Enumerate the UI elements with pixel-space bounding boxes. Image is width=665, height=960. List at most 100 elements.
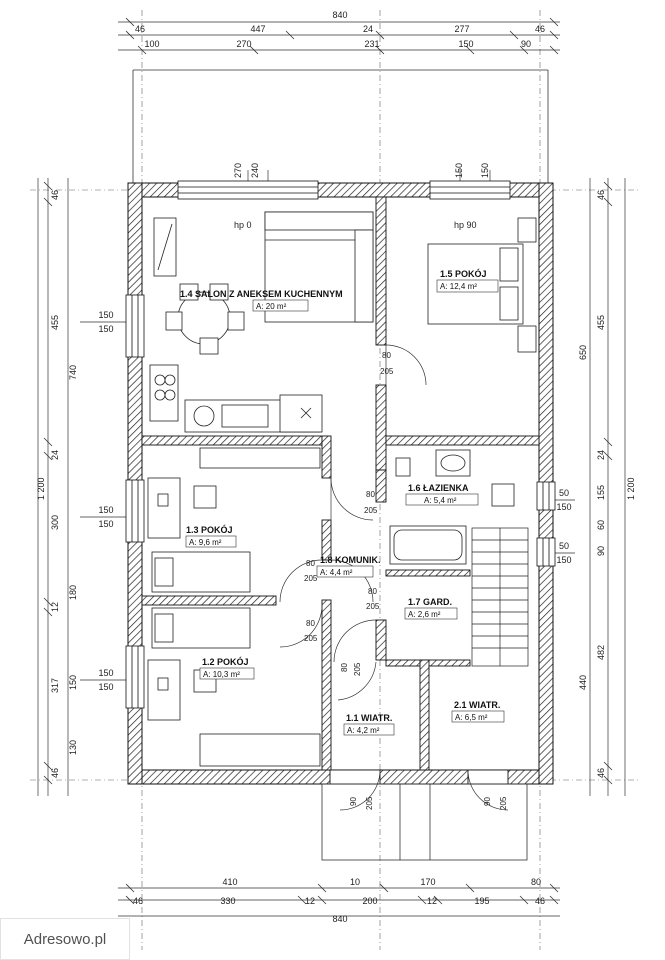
door-height: 205 bbox=[366, 602, 380, 611]
watermark-logo: Adresowo.pl bbox=[0, 918, 130, 960]
dim-right: 440 bbox=[578, 675, 588, 690]
door-width: 80 bbox=[382, 351, 391, 360]
dim-right: 46 bbox=[596, 190, 606, 200]
door-height: 205 bbox=[364, 506, 378, 515]
dim-right: 46 bbox=[596, 768, 606, 778]
door-height: 205 bbox=[365, 796, 374, 810]
dim-window-left: 150 bbox=[98, 310, 113, 320]
interior-walls bbox=[141, 196, 540, 785]
dimension-ticks bbox=[43, 17, 613, 905]
room-area: A: 4,4 m² bbox=[320, 568, 353, 577]
stairs bbox=[471, 527, 529, 667]
room-area: A: 12,4 m² bbox=[440, 282, 477, 291]
dimension-labels: 840 46 447 24 277 46 100 270 231 150 90 … bbox=[36, 10, 636, 924]
room-area: A: 6,5 m² bbox=[455, 713, 488, 722]
dim-top: 46 bbox=[535, 24, 545, 34]
room-area: A: 2,6 m² bbox=[408, 610, 441, 619]
windows bbox=[125, 180, 556, 709]
door-width: 90 bbox=[483, 797, 492, 806]
dim-right: 455 bbox=[596, 315, 606, 330]
dim-bottom: 10 bbox=[350, 877, 360, 887]
dim-opening: 240 bbox=[250, 163, 260, 178]
room-name: 1.2 POKÓJ bbox=[202, 656, 249, 667]
dim-window-left: 150 bbox=[98, 324, 113, 334]
dim-left: 12 bbox=[50, 602, 60, 612]
dim-bottom: 80 bbox=[531, 877, 541, 887]
dim-left: 300 bbox=[50, 515, 60, 530]
dim-window-left: 150 bbox=[98, 519, 113, 529]
dim-bottom: 200 bbox=[362, 896, 377, 906]
door-width: 80 bbox=[340, 663, 349, 672]
door-width: 80 bbox=[366, 490, 375, 499]
dim-right: 1 200 bbox=[626, 477, 636, 500]
dimension-lines bbox=[37, 21, 626, 917]
dim-right: 482 bbox=[596, 645, 606, 660]
dim-bottom: 195 bbox=[474, 896, 489, 906]
dim-left: 1 200 bbox=[36, 477, 46, 500]
dim-top: 24 bbox=[363, 24, 373, 34]
door-labels: 80 205 80 205 80 205 80 205 80 205 80 20… bbox=[304, 351, 508, 810]
dim-left: 740 bbox=[68, 365, 78, 380]
dim-bottom: 12 bbox=[305, 896, 315, 906]
dim-window-left: 150 bbox=[98, 668, 113, 678]
room-name: 1.4 SALON Z ANEKSEM KUCHENNYM bbox=[180, 289, 343, 299]
furniture-room-12 bbox=[147, 607, 321, 767]
door-width: 80 bbox=[368, 587, 377, 596]
dim-right: 60 bbox=[596, 520, 606, 530]
room-area: A: 4,2 m² bbox=[347, 726, 380, 735]
dim-right: 650 bbox=[578, 345, 588, 360]
dim-window-left: 150 bbox=[98, 682, 113, 692]
room-area: A: 9,6 m² bbox=[189, 538, 222, 547]
room-name: 1.3 POKÓJ bbox=[186, 524, 233, 535]
furniture-room-13 bbox=[147, 447, 321, 593]
dim-top: 277 bbox=[454, 24, 469, 34]
dim-bottom: 170 bbox=[420, 877, 435, 887]
dim-right: 155 bbox=[596, 485, 606, 500]
door-height: 205 bbox=[499, 796, 508, 810]
furniture-bathroom bbox=[389, 449, 515, 565]
dim-top: 447 bbox=[250, 24, 265, 34]
dim-bottom-total: 840 bbox=[332, 914, 347, 924]
door-width: 90 bbox=[349, 797, 358, 806]
terrace-outline bbox=[132, 69, 549, 183]
dim-top-lower: 231 bbox=[364, 39, 379, 49]
dim-bottom: 330 bbox=[220, 896, 235, 906]
dim-top: 46 bbox=[135, 24, 145, 34]
dim-left: 317 bbox=[50, 678, 60, 693]
room-area: A: 10,3 m² bbox=[203, 670, 240, 679]
dim-top-lower: 100 bbox=[144, 39, 159, 49]
door-height: 205 bbox=[304, 574, 318, 583]
dim-top-lower: 150 bbox=[458, 39, 473, 49]
room-area: A: 20 m² bbox=[256, 302, 287, 311]
dim-right: 24 bbox=[596, 450, 606, 460]
dim-opening: 150 bbox=[454, 163, 464, 178]
door-width: 80 bbox=[306, 619, 315, 628]
dim-left: 150 bbox=[68, 675, 78, 690]
entrance-porch bbox=[321, 783, 528, 861]
door-height: 205 bbox=[304, 634, 318, 643]
room-area: A: 5,4 m² bbox=[424, 496, 457, 505]
dim-bottom: 46 bbox=[535, 896, 545, 906]
room-name: 1.5 POKÓJ bbox=[440, 268, 487, 279]
floor-height-label: hp 90 bbox=[454, 220, 477, 230]
dim-window-right: 150 bbox=[556, 502, 571, 512]
room-name: 2.1 WIATR. bbox=[454, 700, 500, 710]
room-labels: 1.4 SALON Z ANEKSEM KUCHENNYM A: 20 m² 1… bbox=[180, 268, 505, 736]
dim-bottom: 410 bbox=[222, 877, 237, 887]
furniture-living bbox=[149, 211, 374, 433]
dim-top-lower: 270 bbox=[236, 39, 251, 49]
dim-left: 130 bbox=[68, 740, 78, 755]
room-name: 1.7 GARD. bbox=[408, 597, 452, 607]
dim-left: 46 bbox=[50, 768, 60, 778]
dim-window-right: 50 bbox=[559, 488, 569, 498]
door-width: 80 bbox=[306, 559, 315, 568]
dim-opening: 150 bbox=[480, 163, 490, 178]
door-height: 205 bbox=[380, 367, 394, 376]
dim-window-left: 150 bbox=[98, 505, 113, 515]
dim-bottom: 46 bbox=[133, 896, 143, 906]
floor-height-label: hp 0 bbox=[234, 220, 252, 230]
dim-window-right: 150 bbox=[556, 555, 571, 565]
dim-window-right: 50 bbox=[559, 541, 569, 551]
dim-opening: 270 bbox=[233, 163, 243, 178]
door-height: 205 bbox=[353, 662, 362, 676]
